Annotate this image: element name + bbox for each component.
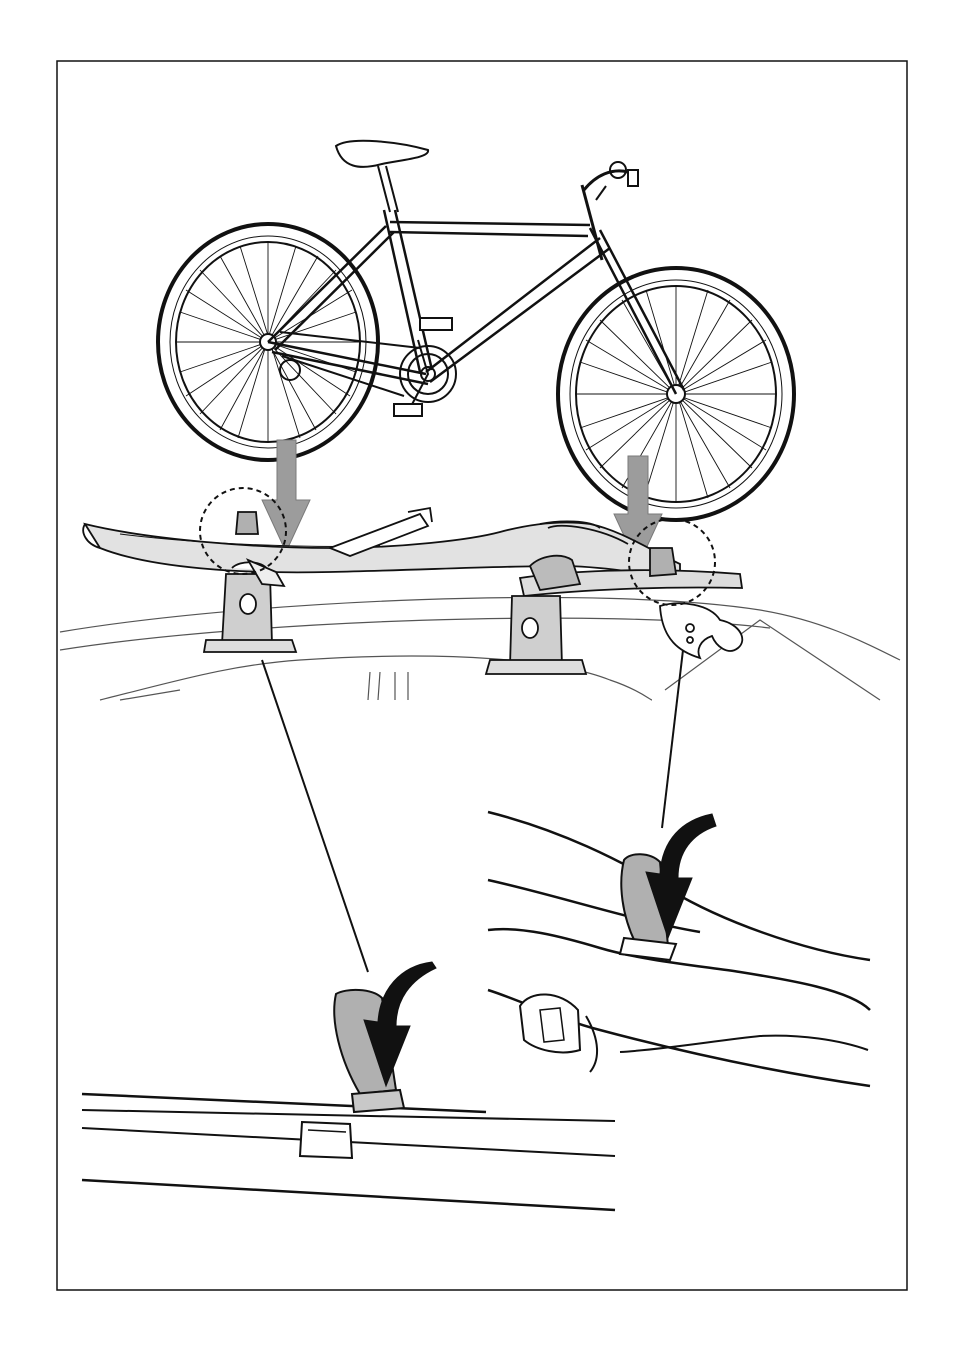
bicycle-icon [158,141,794,520]
detail-front-strap [488,812,870,1086]
leader-lines [262,650,683,972]
page-border [57,61,907,1290]
handlebar [584,162,638,200]
strap-icon [236,512,258,534]
roof-bar-foot-icon [204,560,296,652]
bike-frame [268,185,684,394]
strap-front [650,548,676,576]
saddle [336,141,428,212]
roof-bar-foot-front [486,596,586,674]
car-roof [60,597,900,700]
